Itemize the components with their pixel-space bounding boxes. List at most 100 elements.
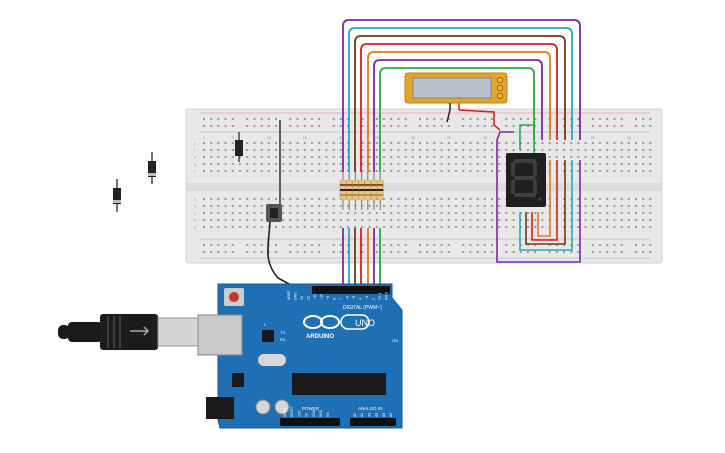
digital-pin-label: ~9 (326, 296, 330, 300)
digital-pin-label: 2 (372, 298, 376, 300)
wire[interactable] (519, 124, 535, 160)
segment (533, 180, 537, 194)
wire[interactable] (373, 59, 543, 172)
power-header[interactable] (280, 418, 340, 426)
analog-pin-label: A3 (375, 413, 379, 417)
digital-pin-label: 8 (333, 298, 337, 300)
column-number: 5 (232, 136, 234, 140)
analog-pin-label: A0 (353, 413, 357, 417)
led-on-label: ON (392, 338, 398, 343)
arduino-uno-board[interactable] (197, 283, 403, 429)
segment (511, 180, 515, 194)
analog-header-label: ANALOG IN (358, 406, 383, 411)
column-number: 1 (203, 136, 205, 140)
digital-pin-label: GND (294, 292, 298, 300)
wire[interactable] (531, 160, 558, 241)
power-pin-label: 3.3V (297, 410, 301, 417)
lcd-display-icon[interactable] (404, 72, 508, 131)
column-number: 55 (591, 136, 595, 140)
column-number: 45 (519, 136, 523, 140)
digital-pin-label: ~6 (346, 296, 350, 300)
digital-pin-label: AREF (287, 290, 291, 300)
column-number: 10 (267, 136, 271, 140)
arduino-model-label: UNO (355, 318, 375, 328)
wire[interactable] (348, 27, 573, 172)
wire[interactable] (354, 35, 566, 172)
atmega-chip (292, 373, 386, 395)
diode-icon[interactable] (235, 132, 243, 162)
segment (514, 159, 536, 163)
digital-pin-label: ~10 (320, 294, 324, 300)
power-pin-label: 5V (305, 412, 309, 417)
wire[interactable] (379, 67, 535, 172)
digital-pin-label: ~3 (365, 296, 369, 300)
analog-pin-label: A5 (389, 413, 393, 417)
row-letter: a (194, 225, 197, 230)
power-pin-label: Vin (326, 412, 330, 417)
row-letter: i (194, 148, 195, 153)
led-tx-label: TX (280, 330, 285, 335)
reset-button[interactable] (229, 292, 239, 302)
column-number: 15 (303, 136, 307, 140)
wire[interactable] (496, 131, 581, 263)
diode-icon[interactable] (148, 152, 156, 184)
wire[interactable] (537, 160, 551, 237)
power-pin-label: GND (312, 409, 316, 417)
breadboard[interactable] (185, 108, 663, 264)
column-number: 20 (339, 136, 343, 140)
digital-pin-label: 4 (359, 298, 363, 300)
digital-pin-label: 13 (300, 296, 304, 300)
usb-cable-icon (58, 314, 205, 350)
digital-pin-label: RX 0 (385, 292, 389, 300)
resistor-array[interactable] (339, 172, 384, 210)
column-number: 35 (447, 136, 451, 140)
seven-segment-icon[interactable] (506, 153, 546, 207)
row-letter: b (194, 218, 197, 223)
segment (533, 162, 537, 176)
column-number: 50 (555, 136, 559, 140)
analog-header[interactable] (350, 418, 396, 426)
power-pin-label: IOREF (283, 407, 287, 417)
wire[interactable] (342, 19, 581, 172)
row-letter: j (193, 141, 195, 146)
digital-pin-label: ~5 (352, 296, 356, 300)
column-number: 60 (627, 136, 631, 140)
digital-pin-label: TX 1 (378, 292, 382, 300)
analog-pin-label: A1 (360, 413, 364, 417)
breadboard-holes (203, 118, 652, 253)
digital-pin-label: 7 (339, 298, 343, 300)
power-pin-label: GND (319, 409, 323, 417)
wire[interactable] (367, 51, 551, 172)
column-number: 25 (375, 136, 379, 140)
row-letter: h (194, 155, 196, 160)
wire[interactable] (519, 160, 573, 251)
column-number: 40 (483, 136, 487, 140)
digital-header[interactable] (312, 286, 390, 294)
analog-pin-label: A2 (367, 413, 371, 417)
row-letter: f (194, 169, 196, 174)
row-letter: c (194, 211, 196, 216)
wire-black[interactable] (267, 221, 301, 291)
digital-pin-label: ~11 (313, 294, 317, 300)
segment (511, 162, 515, 176)
digital-header-label: DIGITAL (PWM~) (343, 305, 382, 311)
digital-pin-label: 12 (307, 296, 311, 300)
diode-icon[interactable] (113, 179, 121, 212)
wire-bundle[interactable] (342, 19, 581, 286)
power-header-label: POWER (302, 406, 320, 411)
arduino-brand-label: ARDUINO (306, 334, 334, 340)
arduino-logo (303, 314, 370, 330)
wire[interactable] (360, 43, 558, 172)
pushbutton-icon[interactable] (266, 204, 282, 222)
analog-pin-label: A4 (382, 413, 386, 417)
row-letter: e (194, 197, 197, 202)
segment (514, 176, 536, 180)
wire[interactable] (525, 160, 566, 245)
led-l-label: L (264, 322, 267, 327)
power-pin-label: RESET (290, 406, 294, 417)
row-letter: g (194, 162, 196, 167)
segment (514, 193, 536, 197)
